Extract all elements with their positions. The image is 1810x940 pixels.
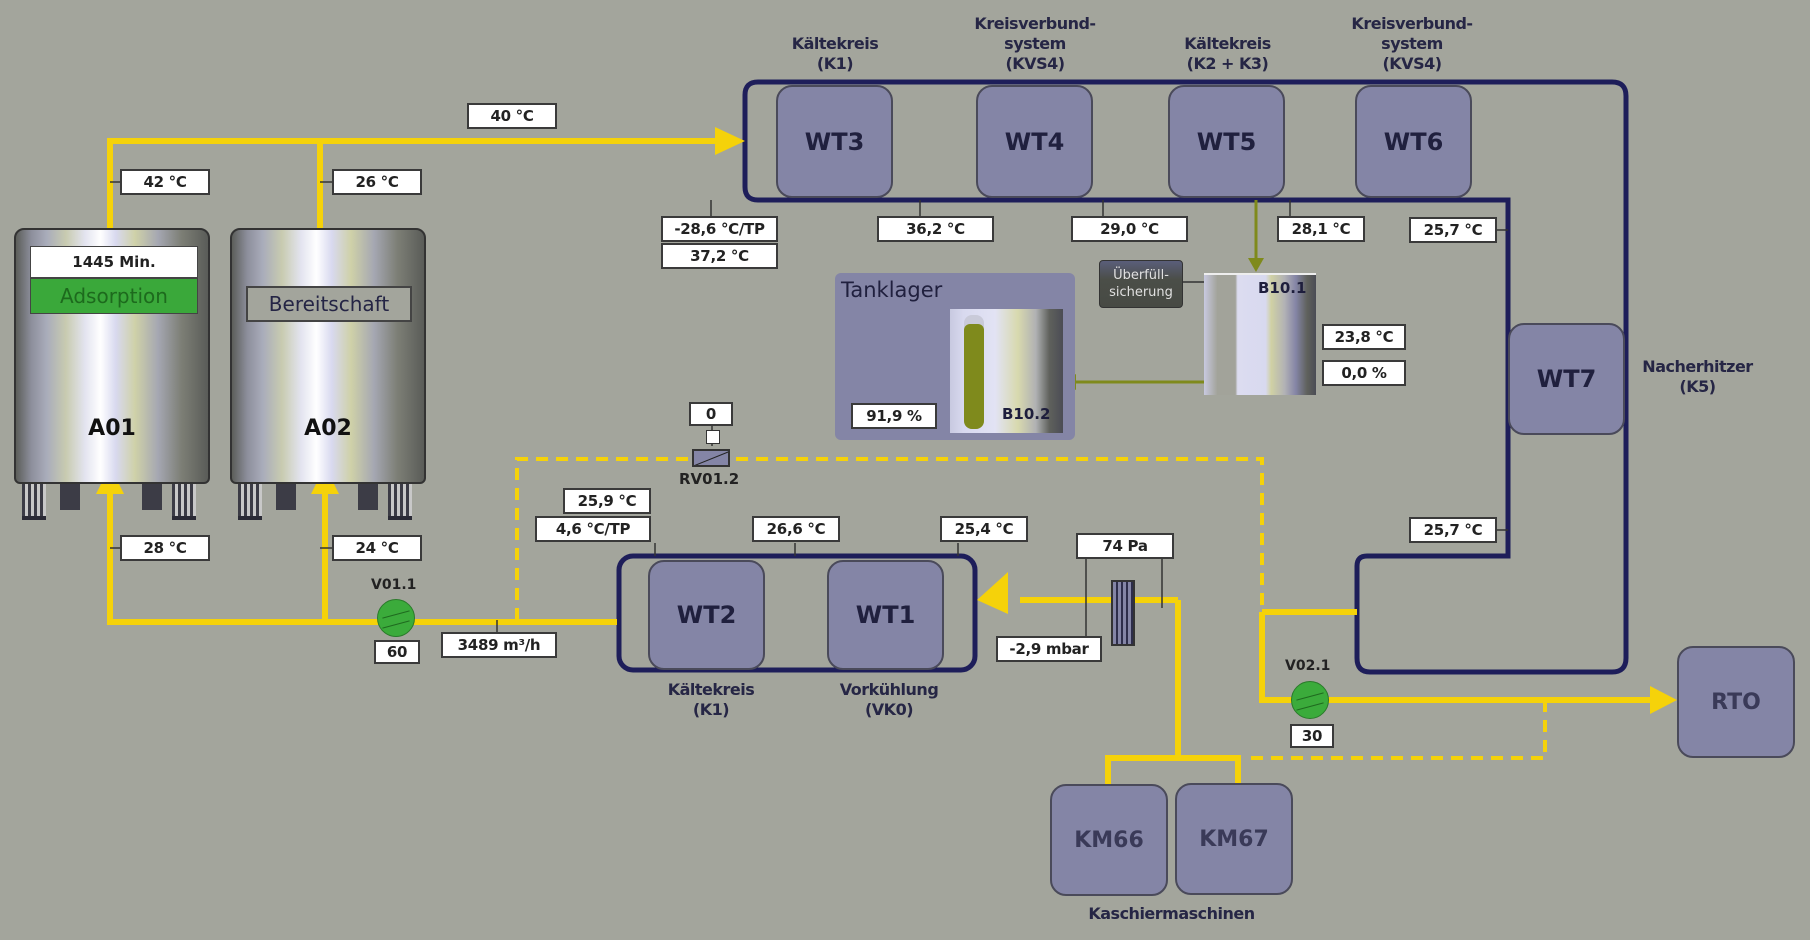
filter-icon[interactable] — [1111, 580, 1135, 646]
wt3-unit[interactable]: WT3 — [776, 85, 893, 198]
wt3-caption: Kältekreis(K1) — [791, 34, 879, 73]
flow-arrow-rto — [1650, 686, 1677, 714]
v011-pump-icon[interactable] — [377, 599, 415, 637]
a01-label: A01 — [88, 416, 136, 441]
wt1-in-temp: 25,4 °C — [940, 516, 1028, 542]
a02-inlet-temp: 24 °C — [332, 535, 422, 561]
a02-leg — [358, 484, 378, 510]
wt1-caption: Vorkühlung(VK0) — [839, 680, 939, 719]
wt7-caption: Nacherhitzer(K5) — [1642, 357, 1753, 396]
tank-b101[interactable]: B10.1 — [1204, 273, 1316, 395]
b102-level-track — [964, 315, 984, 429]
a01-status: Adsorption — [30, 278, 198, 314]
km66-machine[interactable]: KM66 — [1050, 784, 1168, 896]
wt2-dewpoint: 4,6 °C/TP — [535, 516, 651, 542]
machines-caption: Kaschiermaschinen — [1088, 904, 1255, 923]
a01-leg — [172, 484, 196, 520]
tanklager-title: Tanklager — [841, 278, 943, 302]
a01-inlet-temp: 28 °C — [120, 535, 210, 561]
km67-machine[interactable]: KM67 — [1175, 783, 1293, 895]
rv012-value: 0 — [689, 402, 733, 426]
wt6-out-temp: 28,1 °C — [1277, 216, 1365, 242]
filter-dp: 74 Pa — [1076, 533, 1174, 559]
b102-level-fill — [964, 324, 984, 429]
wt2-caption: Kältekreis(K1) — [667, 680, 755, 719]
adsorber-a02[interactable]: Bereitschaft A02 — [230, 228, 426, 484]
wt7-out-temp: 25,7 °C — [1409, 517, 1497, 543]
v011-flow: 3489 m³/h — [441, 632, 557, 658]
wt3-temp: 37,2 °C — [661, 243, 778, 269]
flow-arrow-top — [715, 127, 745, 155]
a01-timer: 1445 Min. — [30, 246, 198, 278]
b101-label: B10.1 — [1258, 279, 1307, 297]
rv012-actuator-icon — [706, 430, 720, 444]
wt4-unit[interactable]: WT4 — [976, 85, 1093, 198]
wt5-out-temp: 29,0 °C — [1071, 216, 1188, 242]
wt1-unit[interactable]: WT1 — [827, 560, 944, 670]
tanklager-panel[interactable]: Tanklager B10.2 91,9 % — [835, 273, 1075, 440]
b101-temp: 23,8 °C — [1322, 324, 1406, 350]
filter-pressure: -2,9 mbar — [996, 636, 1102, 662]
wt2-out-temp: 25,9 °C — [563, 488, 651, 514]
wt7-unit[interactable]: WT7 — [1508, 323, 1625, 435]
a01-leg — [22, 484, 46, 520]
v021-label: V02.1 — [1285, 658, 1331, 674]
adsorber-a01[interactable]: 1445 Min. Adsorption A01 — [14, 228, 210, 484]
a01-leg — [142, 484, 162, 510]
bottom-loop-frame — [616, 553, 978, 673]
a02-status: Bereitschaft — [246, 286, 412, 322]
rv012-valve-icon[interactable] — [692, 449, 730, 467]
a01-outlet-temp: 42 °C — [120, 169, 210, 195]
b102-level: 91,9 % — [851, 403, 937, 429]
rto-unit[interactable]: RTO — [1677, 646, 1795, 758]
overfill-protection-button[interactable]: Überfüll-sicherung — [1099, 260, 1183, 308]
a02-leg — [238, 484, 262, 520]
v021-pump-icon[interactable] — [1291, 681, 1329, 719]
wt3-dewpoint: -28,6 °C/TP — [661, 216, 778, 242]
a02-leg — [388, 484, 412, 520]
wt5-unit[interactable]: WT5 — [1168, 85, 1285, 198]
wt4-caption: Kreisverbund-system(KVS4) — [974, 14, 1096, 73]
a01-leg — [60, 484, 80, 510]
wt2-unit[interactable]: WT2 — [648, 560, 765, 670]
rv012-label: RV01.2 — [679, 470, 740, 488]
a02-outlet-temp: 26 °C — [332, 169, 422, 195]
wt4-out-temp: 36,2 °C — [877, 216, 994, 242]
a02-leg — [276, 484, 296, 510]
main-outlet-temp: 40 °C — [467, 103, 557, 129]
tank-b102: B10.2 — [950, 309, 1063, 433]
v021-value: 30 — [1290, 724, 1334, 748]
wt7-in-temp: 25,7 °C — [1409, 217, 1497, 243]
wt1-out-temp: 26,6 °C — [752, 516, 840, 542]
wt5-caption: Kältekreis(K2 + K3) — [1184, 34, 1271, 73]
v011-label: V01.1 — [371, 577, 417, 593]
top-loop-frame — [742, 79, 1629, 675]
b101-level: 0,0 % — [1322, 360, 1406, 386]
v011-value: 60 — [374, 640, 420, 664]
b102-label: B10.2 — [1002, 405, 1051, 423]
flow-arrow-wt1 — [977, 572, 1008, 614]
a02-label: A02 — [304, 416, 352, 441]
wt6-caption: Kreisverbund-system(KVS4) — [1351, 14, 1473, 73]
wt6-unit[interactable]: WT6 — [1355, 85, 1472, 198]
